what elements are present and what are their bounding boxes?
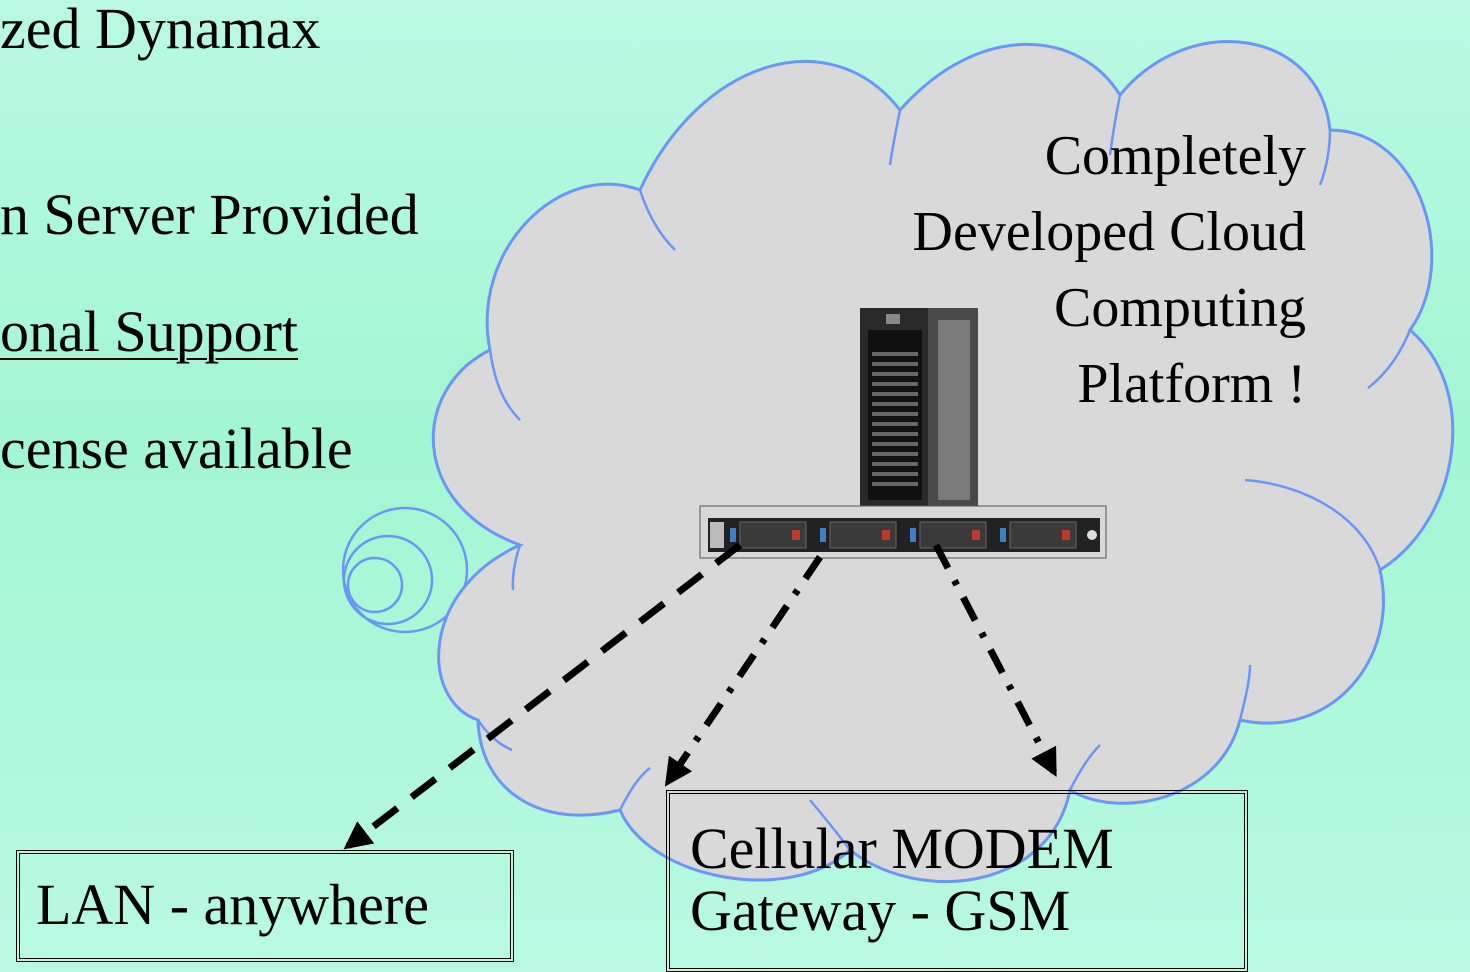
lan-endpoint: LAN - anywhere: [16, 850, 514, 962]
bullet-1: zed Dynamax: [0, 0, 321, 61]
modem-connection-arrow: [664, 555, 823, 787]
thought-bubble-large: [341, 506, 469, 634]
cloud-label-line-3: Computing: [1053, 277, 1306, 339]
bullet-4: cense available: [0, 416, 353, 481]
modem-label-line-1: Cellular MODEM: [690, 816, 1114, 881]
cloud-label-line-2: Developed Cloud: [912, 201, 1306, 263]
lan-label: LAN - anywhere: [36, 872, 429, 937]
modem-endpoint: Cellular MODEM Gateway - GSM: [666, 790, 1248, 972]
modem-label-line-2: Gateway - GSM: [690, 878, 1071, 943]
thought-bubbles: [341, 506, 469, 634]
gsm-connection-arrow: [932, 543, 1058, 777]
cloud-label: Completely Developed Cloud Computing Pla…: [913, 118, 1306, 422]
server-tower-icon: [860, 308, 978, 512]
cloud-label-line-4: Platform !: [1077, 353, 1306, 415]
bullet-3-link[interactable]: onal Support: [0, 299, 299, 364]
lan-box-main: [16, 850, 514, 962]
lan-connection-arrow: [343, 542, 743, 850]
rack-server-icon: [699, 505, 1107, 559]
bullet-2: n Server Provided: [0, 182, 419, 247]
thought-bubble-small: [346, 556, 404, 614]
cloud-label-line-1: Completely: [1044, 125, 1306, 187]
